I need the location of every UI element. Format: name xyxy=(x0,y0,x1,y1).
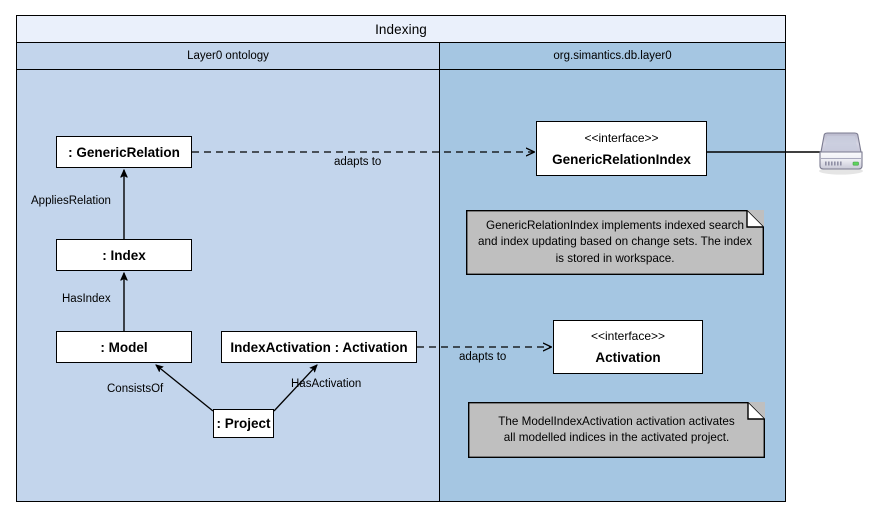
note-shape-icon xyxy=(466,210,764,275)
note-model-index-activation-text: The ModelIndexActivation activation acti… xyxy=(488,414,744,447)
note1-line2: and index updating based on change sets.… xyxy=(478,235,752,249)
project-box[interactable]: : Project xyxy=(213,409,274,438)
activation-label: Activation xyxy=(595,350,661,365)
column-header-layer0-ontology: Layer0 ontology xyxy=(17,43,440,69)
edge-label-has-activation: HasActivation xyxy=(291,378,362,390)
note-generic-relation-index[interactable]: GenericRelationIndex implements indexed … xyxy=(466,210,764,275)
note-generic-relation-index-text: GenericRelationIndex implements indexed … xyxy=(468,218,762,268)
generic-relation-index-stereotype: <<interface>> xyxy=(584,130,659,145)
index-label: : Index xyxy=(102,247,146,263)
index-activation-label: IndexActivation : Activation xyxy=(230,339,408,355)
edge-label-consists-of: ConsistsOf xyxy=(107,383,164,395)
project-label: : Project xyxy=(216,416,271,431)
column-header-label-left: Layer0 ontology xyxy=(187,50,269,62)
note2-line1: The ModelIndexActivation activation acti… xyxy=(498,414,735,428)
page-title: Indexing xyxy=(375,21,427,37)
activation-interface[interactable]: <<interface>> Activation xyxy=(553,320,703,374)
note-shape-icon xyxy=(468,402,765,458)
column-header-org-simantics-db-layer0: org.simantics.db.layer0 xyxy=(440,43,785,69)
index-activation-box[interactable]: IndexActivation : Activation xyxy=(221,331,417,363)
hard-drive-icon[interactable] xyxy=(812,126,870,178)
package-title-band: Indexing xyxy=(17,16,785,43)
index-box[interactable]: : Index xyxy=(56,239,192,271)
generic-relation-box[interactable]: : GenericRelation xyxy=(56,136,192,168)
column-header-label-right: org.simantics.db.layer0 xyxy=(553,50,672,62)
generic-relation-index-interface[interactable]: <<interface>> GenericRelationIndex xyxy=(536,121,707,176)
edge-label-has-index: HasIndex xyxy=(62,293,111,305)
note2-line2: all modelled indices in the activated pr… xyxy=(503,431,730,444)
model-box[interactable]: : Model xyxy=(56,331,192,363)
edge-label-adapts-to-1: adapts to xyxy=(334,156,382,168)
generic-relation-index-label: GenericRelationIndex xyxy=(552,151,691,167)
activation-stereotype: <<interface>> xyxy=(590,329,666,343)
hard-drive-glyph xyxy=(819,132,863,175)
note-model-index-activation[interactable]: The ModelIndexActivation activation acti… xyxy=(468,402,765,458)
generic-relation-label: : GenericRelation xyxy=(68,144,180,160)
note1-line1: GenericRelationIndex implements indexed … xyxy=(486,218,744,232)
edge-label-adapts-to-2: adapts to xyxy=(459,351,507,363)
column-header-band: Layer0 ontology org.simantics.db.layer0 xyxy=(17,43,785,70)
edge-label-applies-relation: AppliesRelation xyxy=(31,195,111,207)
model-label: : Model xyxy=(100,339,148,355)
note1-line3: is stored in workspace. xyxy=(555,251,675,265)
